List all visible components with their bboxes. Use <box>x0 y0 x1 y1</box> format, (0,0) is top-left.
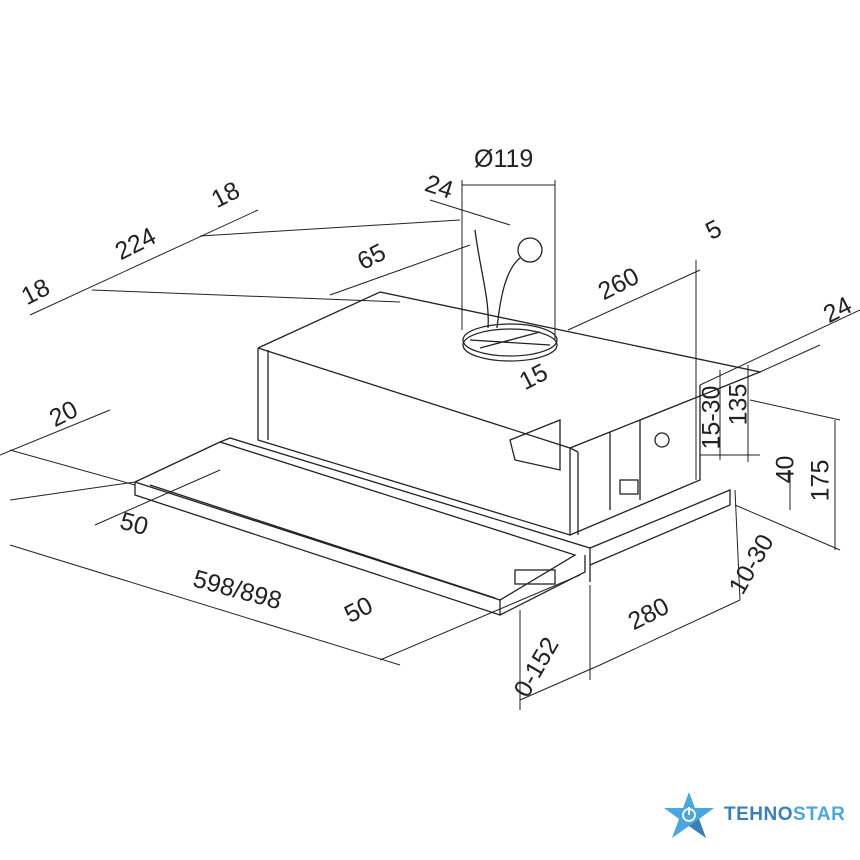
duct-collar <box>462 229 558 362</box>
dim-height-15-30: 15-30 <box>697 385 726 450</box>
dim-height-175: 175 <box>806 459 835 502</box>
dim-height-40: 40 <box>771 455 800 484</box>
dimension-lines <box>0 180 860 710</box>
logo-text-star: STAR <box>793 804 846 825</box>
dim-height-135: 135 <box>724 383 753 426</box>
hood-slide-panel <box>134 437 731 616</box>
tehnostar-logo: TEHNOSTAR <box>662 790 845 840</box>
logo-text-tehno: TEHNO <box>724 804 793 825</box>
dim-duct-diameter: Ø119 <box>474 145 534 173</box>
star-power-icon <box>664 792 714 838</box>
